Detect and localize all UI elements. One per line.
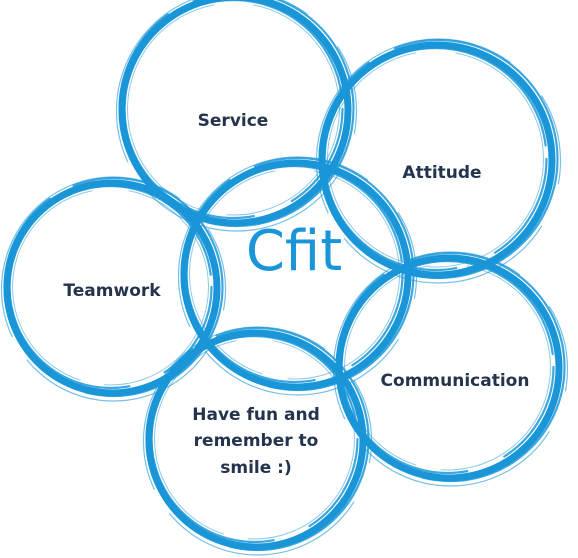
label-attitude: Attitude	[402, 163, 482, 183]
ring-service-stroke	[118, 0, 352, 227]
label-service: Service	[197, 111, 269, 131]
label-have-fun-line-1: Have fun and	[192, 405, 320, 425]
ring-teamwork-stroke	[12, 188, 209, 386]
ring-center-stroke	[189, 168, 400, 380]
ring-center-stroke	[177, 156, 418, 396]
ring-have-fun-stroke	[150, 334, 359, 544]
ring-have-fun	[142, 326, 373, 556]
ring-have-fun-stroke	[142, 326, 373, 556]
label-teamwork: Teamwork	[63, 281, 161, 301]
label-communication: Communication	[380, 371, 530, 391]
center-title: Cfit	[245, 219, 343, 284]
ring-teamwork-stroke	[0, 176, 227, 402]
label-have-fun: Have fun and remember to smile :)	[192, 402, 320, 481]
ring-center	[177, 156, 418, 396]
ring-service-stroke	[123, 0, 344, 220]
ring-have-fun-stroke	[154, 338, 355, 540]
ring-attitude-stroke	[315, 38, 562, 284]
ring-teamwork	[0, 176, 227, 402]
ring-center-stroke	[180, 159, 412, 391]
label-have-fun-line-3: smile :)	[220, 457, 292, 478]
ring-teamwork-stroke	[3, 179, 221, 397]
ring-service-stroke	[118, 0, 355, 228]
ring-service-stroke	[115, 0, 358, 232]
ring-teamwork-stroke	[8, 184, 213, 390]
ring-attitude-stroke	[327, 50, 544, 268]
ring-center-stroke	[180, 156, 415, 392]
ring-have-fun-stroke	[145, 326, 370, 552]
ring-teamwork-stroke	[3, 176, 224, 398]
ring-communication-stroke	[344, 263, 551, 471]
label-have-fun-line-2: remember to	[193, 431, 319, 452]
ring-have-fun-stroke	[145, 329, 367, 551]
ring-attitude-stroke	[323, 46, 548, 272]
